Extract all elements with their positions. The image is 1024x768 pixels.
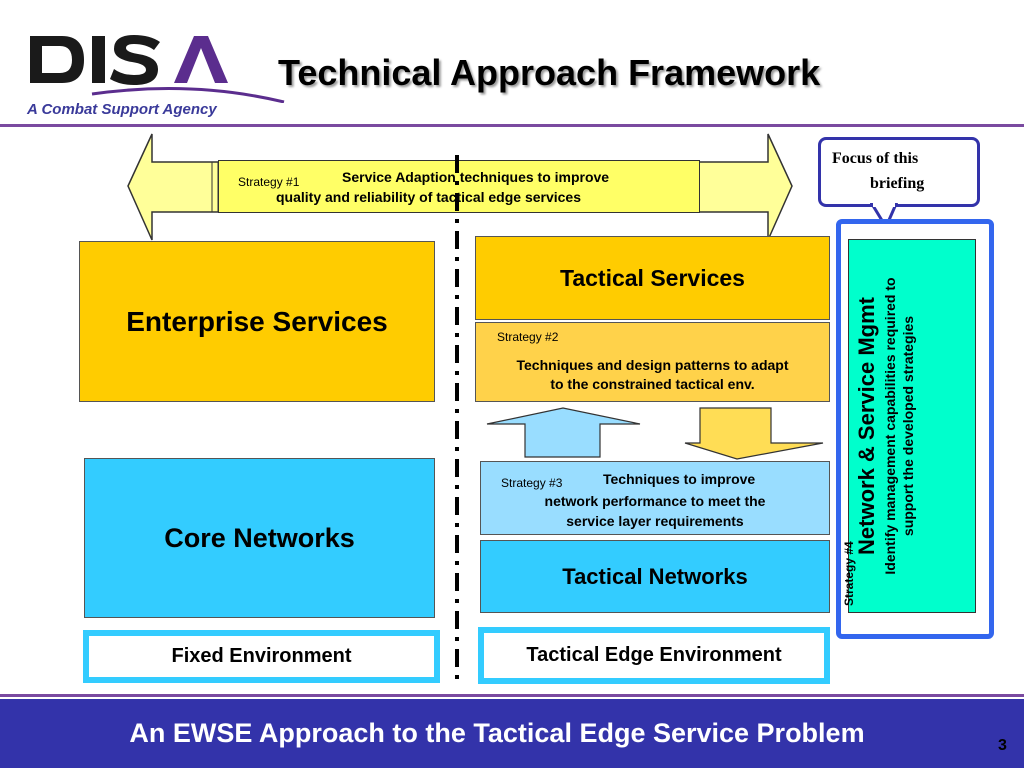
strategy2-line1: Techniques and design patterns to adapt bbox=[516, 357, 789, 373]
strategy4-box bbox=[848, 239, 976, 613]
disa-logo-graphic bbox=[30, 35, 285, 104]
footer-text: An EWSE Approach to the Tactical Edge Se… bbox=[129, 718, 865, 748]
strategy2-box bbox=[475, 322, 830, 402]
tactical-services-label: Tactical Services bbox=[560, 264, 745, 291]
callout-line1: Focus of this bbox=[832, 150, 919, 167]
header-divider bbox=[0, 124, 1024, 127]
strategy4-rotated-text: Strategy #4 Network & Service Mgmt Ident… bbox=[842, 246, 916, 606]
tactical-networks-label: Tactical Networks bbox=[562, 563, 748, 589]
strategy1-line1: Service Adaption techniques to improve bbox=[342, 169, 610, 185]
tactical-services-box: Tactical Services bbox=[475, 236, 830, 320]
footer-separator bbox=[0, 694, 1024, 697]
strategy2-label: Strategy #2 bbox=[497, 330, 559, 344]
focus-callout bbox=[818, 137, 980, 207]
strategy3-line3: service layer requirements bbox=[566, 513, 744, 529]
environment-divider bbox=[455, 155, 459, 685]
strategy3-line2-3: network performance to meet the service … bbox=[481, 491, 829, 531]
enterprise-services-box: Enterprise Services bbox=[79, 241, 435, 402]
up-arrow bbox=[486, 407, 641, 458]
strategy3-label: Strategy #3 bbox=[501, 476, 563, 490]
callout-pointer bbox=[870, 203, 899, 229]
down-arrow bbox=[684, 407, 824, 460]
strategy1-label: Strategy #1 bbox=[238, 175, 300, 189]
disa-logo bbox=[22, 28, 292, 104]
page-number: 3 bbox=[998, 737, 1007, 754]
strategy3-line1: Techniques to improve bbox=[603, 471, 756, 487]
strategy1-line2: quality and reliability of tactical edge… bbox=[276, 189, 582, 205]
page-title: Technical Approach Framework bbox=[278, 52, 821, 93]
enterprise-services-label: Enterprise Services bbox=[126, 305, 388, 337]
footer-banner: An EWSE Approach to the Tactical Edge Se… bbox=[0, 699, 1024, 768]
core-networks-box: Core Networks bbox=[84, 458, 435, 618]
tactical-edge-environment-box: Tactical Edge Environment bbox=[478, 627, 830, 684]
fixed-environment-box: Fixed Environment bbox=[83, 630, 440, 683]
tactical-networks-box: Tactical Networks bbox=[480, 540, 830, 613]
fixed-environment-label: Fixed Environment bbox=[171, 645, 352, 667]
strategy3-box bbox=[480, 461, 830, 535]
tactical-edge-environment-label: Tactical Edge Environment bbox=[526, 644, 782, 666]
logo-subtitle: A Combat Support Agency bbox=[27, 101, 217, 118]
strategy4-line2: support the developed strategies bbox=[900, 315, 916, 537]
core-networks-label: Core Networks bbox=[164, 522, 355, 553]
strategy3-line2: network performance to meet the bbox=[544, 493, 766, 509]
callout-line2: briefing bbox=[870, 175, 925, 192]
strategy4-title: Network & Service Mgmt bbox=[854, 297, 879, 555]
strategy2-text: Techniques and design patterns to adapt … bbox=[476, 356, 829, 394]
strategy2-line2: to the constrained tactical env. bbox=[550, 376, 755, 392]
strategy4-line1: Identify management capabilities require… bbox=[882, 277, 898, 575]
